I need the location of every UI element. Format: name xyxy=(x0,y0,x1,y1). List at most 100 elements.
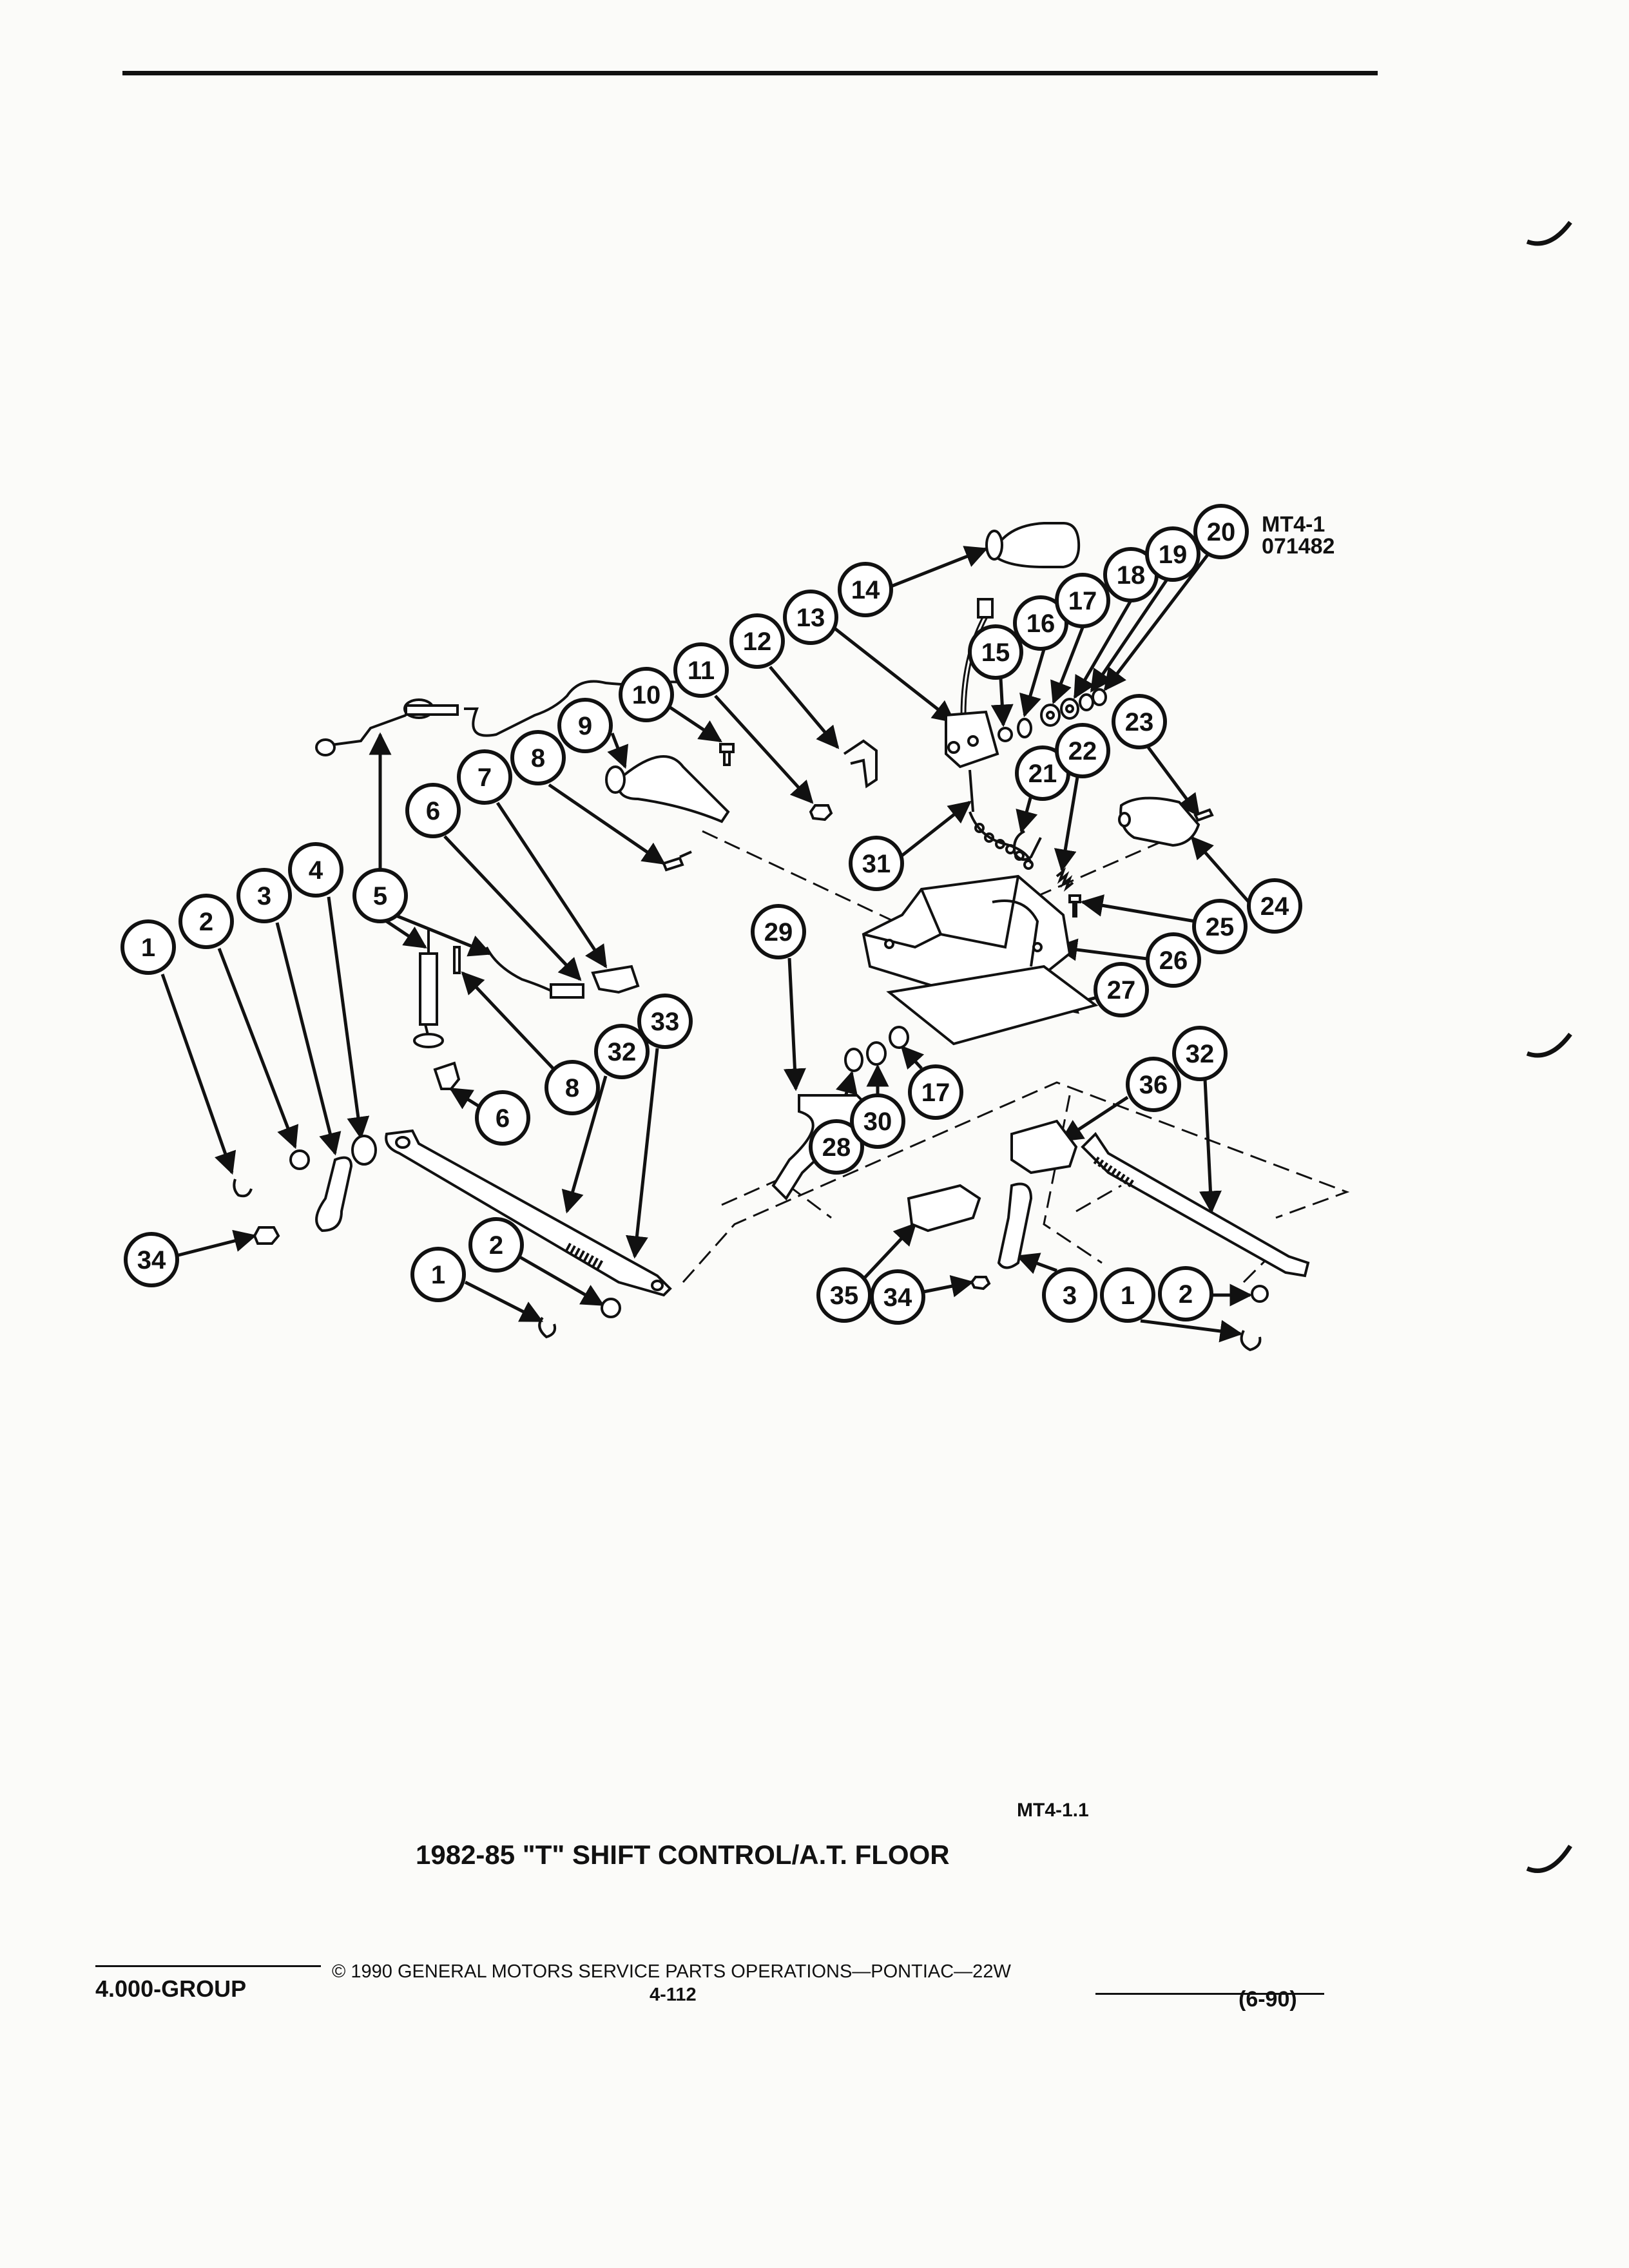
callout-number: 18 xyxy=(1117,561,1146,590)
callout-number: 8 xyxy=(531,744,545,773)
callout-number: 23 xyxy=(1125,708,1154,736)
ref-code: MT4-1 xyxy=(1262,512,1325,537)
callout-number: 8 xyxy=(565,1074,579,1102)
callout-circle xyxy=(352,868,408,923)
leader-line xyxy=(769,666,840,749)
callout-number: 32 xyxy=(1186,1040,1215,1068)
leader-line xyxy=(1054,938,1148,961)
callout-c36: 36 xyxy=(1126,1057,1181,1112)
callout-number: 6 xyxy=(496,1104,510,1133)
callout-c31: 31 xyxy=(849,836,904,891)
callout-circle xyxy=(124,1232,179,1287)
callout-c19: 19 xyxy=(1145,526,1200,582)
callout-number: 20 xyxy=(1207,518,1236,546)
bracket-7 xyxy=(591,965,640,994)
callout-number: 2 xyxy=(199,908,213,936)
callout-number: 25 xyxy=(1206,913,1235,941)
callout-circle xyxy=(673,642,729,698)
footer-date-code: (6-90) xyxy=(1239,1987,1297,2012)
washer-30 xyxy=(866,1041,887,1066)
leader-line xyxy=(899,800,972,858)
callout-circle xyxy=(468,1217,524,1273)
lever-washers xyxy=(998,688,1107,742)
callout-number: 22 xyxy=(1068,737,1097,765)
callout-c14: 14 xyxy=(838,562,893,617)
clip-1b xyxy=(538,1316,557,1339)
callout-circle xyxy=(1145,526,1200,582)
callout-c3a: 3 xyxy=(236,868,292,923)
grommet-4 xyxy=(351,1135,377,1166)
leader-line xyxy=(1016,795,1038,834)
footer-copyright: © 1990 GENERAL MOTORS SERVICE PARTS OPER… xyxy=(332,1961,1011,1982)
shift-rod-right xyxy=(1081,1131,1310,1278)
callout-c10: 10 xyxy=(619,667,674,722)
callout-number: 15 xyxy=(981,639,1010,667)
callout-number: 27 xyxy=(1107,976,1136,1004)
callout-circle xyxy=(1146,932,1201,988)
leader-line xyxy=(1080,894,1196,923)
leader-line xyxy=(394,913,492,957)
bushing-6 xyxy=(433,1061,461,1090)
callout-circle xyxy=(1055,723,1110,778)
leader-line xyxy=(1073,599,1133,700)
callout-circle xyxy=(1100,1267,1155,1323)
callout-c2c: 2 xyxy=(1158,1266,1213,1321)
nut-17 xyxy=(889,1026,909,1049)
callout-c35: 35 xyxy=(816,1267,872,1323)
callout-c8b: 8 xyxy=(545,1060,600,1115)
washer-2 xyxy=(289,1149,310,1170)
leader-line xyxy=(923,1275,974,1298)
callout-circle xyxy=(1013,595,1068,651)
callout-number: 1 xyxy=(431,1261,445,1289)
callout-circle xyxy=(510,730,566,785)
callout-c15: 15 xyxy=(968,624,1023,680)
callout-circle xyxy=(120,919,176,975)
leader-line xyxy=(548,783,666,865)
leader-line xyxy=(1103,553,1210,691)
callout-c34b: 34 xyxy=(870,1269,925,1325)
callout-c30: 30 xyxy=(850,1093,905,1149)
callout-number: 17 xyxy=(1068,587,1097,615)
callout-number: 19 xyxy=(1159,541,1188,569)
callout-c12: 12 xyxy=(729,613,785,669)
callout-number: 26 xyxy=(1159,947,1188,975)
leader-line xyxy=(275,922,342,1156)
callout-number: 28 xyxy=(822,1133,851,1162)
footer-page-number: 4-112 xyxy=(650,1984,697,2005)
callout-number: 1 xyxy=(1121,1282,1135,1310)
callout-c17a: 17 xyxy=(1055,573,1110,628)
leader-line xyxy=(1050,627,1084,705)
callout-number: 31 xyxy=(862,850,891,878)
callout-circle xyxy=(849,836,904,891)
callout-number: 16 xyxy=(1027,610,1055,638)
callout-circle xyxy=(751,904,806,959)
leader-line xyxy=(217,948,299,1149)
callout-c6b: 6 xyxy=(475,1090,530,1146)
leader-line xyxy=(385,919,427,949)
footer-rule-left xyxy=(95,1965,321,1967)
footer-rule-right xyxy=(1095,1993,1324,1995)
callout-c1b: 1 xyxy=(410,1247,466,1302)
callout-number: 2 xyxy=(489,1231,503,1260)
callout-c33: 33 xyxy=(637,994,693,1049)
leader-line xyxy=(517,1254,605,1307)
clip-12 xyxy=(843,739,878,789)
leader-line xyxy=(833,627,956,724)
link-3b xyxy=(997,1182,1033,1269)
callout-number: 4 xyxy=(309,856,323,885)
callout-circle xyxy=(1192,899,1248,954)
callout-c1c: 1 xyxy=(1100,1267,1155,1323)
callout-c16: 16 xyxy=(1013,595,1068,651)
leader-line xyxy=(178,1229,257,1257)
callout-number: 32 xyxy=(608,1038,637,1066)
shift-lever xyxy=(945,598,999,769)
callout-c1a: 1 xyxy=(120,919,176,975)
leader-line xyxy=(496,802,608,968)
callout-number: 10 xyxy=(632,681,661,709)
leader-line xyxy=(783,957,806,1091)
callout-circle xyxy=(870,1269,925,1325)
callout-c11: 11 xyxy=(673,642,729,698)
callout-number: 34 xyxy=(883,1283,912,1312)
callout-circle xyxy=(783,590,838,645)
